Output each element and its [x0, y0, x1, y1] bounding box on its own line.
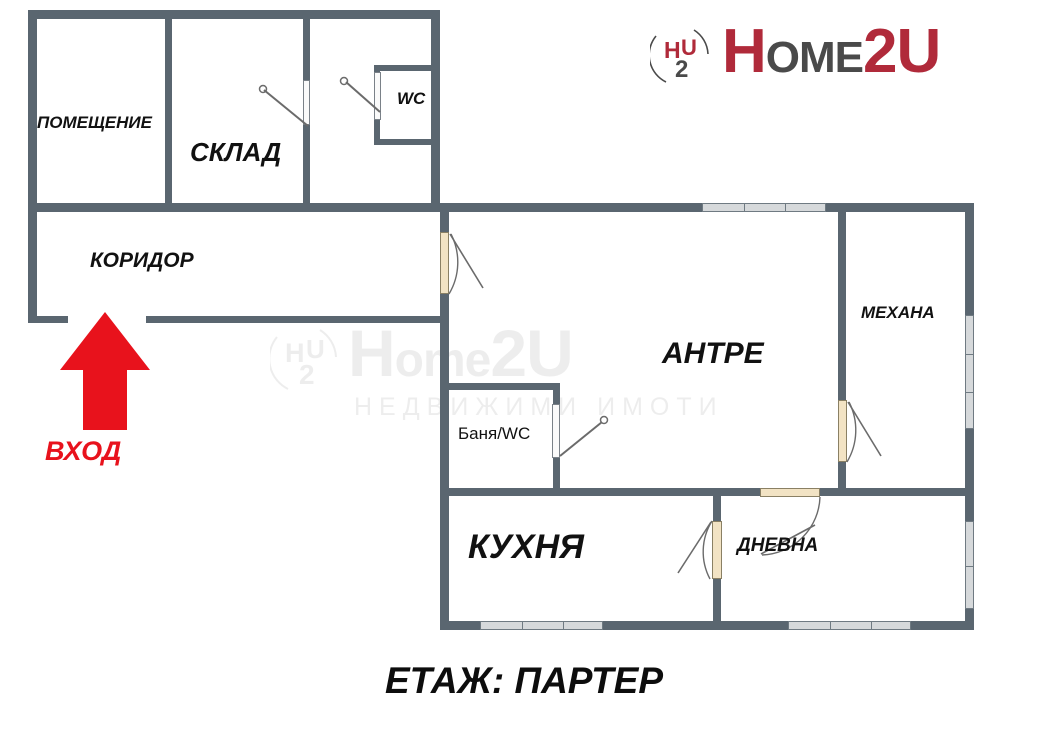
wall-corridor-bottom-right: [146, 316, 441, 323]
door-koridor-antre: [440, 232, 449, 294]
wall-right-block-left: [440, 203, 449, 630]
wall-divider-pomeshtenie-sklad: [165, 14, 172, 207]
room-label-dnevna: ДНЕВНА: [737, 535, 819, 556]
wall-wc-top: [374, 65, 436, 71]
door-antre-mehana-swing: [846, 401, 882, 463]
wall-corridor-bottom-left: [28, 316, 68, 323]
door-koridor-antre-swing: [448, 233, 484, 295]
wall-corridor-top: [28, 203, 440, 212]
window-mehana-right: [965, 315, 974, 429]
logo-text-ome: OME: [765, 33, 864, 82]
room-label-sklad: СКЛАД: [190, 137, 282, 167]
logo-text-2u: 2U: [863, 17, 941, 86]
svg-text:2: 2: [675, 56, 688, 83]
wall-left-block-right: [431, 10, 440, 207]
wall-banya-top: [444, 383, 560, 390]
svg-text:H: H: [664, 37, 681, 63]
door-kuhnya-dnevna-swing: [677, 520, 713, 580]
wall-divider-antre-mehana: [838, 207, 846, 492]
window-dnevna-bottom: [788, 621, 911, 630]
window-antre-top: [702, 203, 826, 212]
room-label-banya-wc: Баня/WC: [458, 424, 531, 443]
entrance-arrow-icon: [60, 312, 150, 430]
floor-title: ЕТАЖ: ПАРТЕР: [384, 660, 664, 701]
wall-divider-antre-kuhnya: [440, 488, 974, 496]
door-banya-swing: [559, 415, 609, 457]
entrance-marker: ВХОД: [45, 310, 155, 480]
entrance-label: ВХОД: [45, 436, 122, 466]
room-label-antre: АНТРЕ: [662, 337, 764, 370]
logo-text-h: H: [722, 17, 767, 86]
door-antre-dnevna: [760, 488, 820, 497]
h2u-monogram-icon: H U 2: [650, 29, 709, 83]
room-label-koridor: КОРИДОР: [90, 249, 194, 272]
brand-wordmark: HOME2U: [722, 16, 941, 87]
room-label-mehana: МЕХАНА: [861, 303, 935, 322]
door-wc: [374, 72, 381, 120]
window-kuhnya-bottom: [480, 621, 603, 630]
window-dnevna-right: [965, 521, 974, 609]
room-label-wc: WC: [397, 89, 426, 108]
door-antre-mehana: [838, 400, 847, 462]
door-sklad: [303, 80, 310, 125]
door-banya: [552, 404, 560, 458]
wall-outer-left: [28, 10, 37, 323]
wall-left-block-top: [28, 10, 440, 19]
wall-wc-bottom: [374, 139, 436, 145]
room-label-kuhnya: КУХНЯ: [468, 528, 584, 566]
brand-logo: H U 2 HOME2U: [650, 16, 990, 98]
svg-text:U: U: [681, 35, 697, 60]
wall-outer-bottom: [440, 621, 974, 630]
door-kuhnya-dnevna: [712, 521, 722, 579]
room-label-pomeshtenie: ПОМЕЩЕНИЕ: [37, 113, 152, 132]
